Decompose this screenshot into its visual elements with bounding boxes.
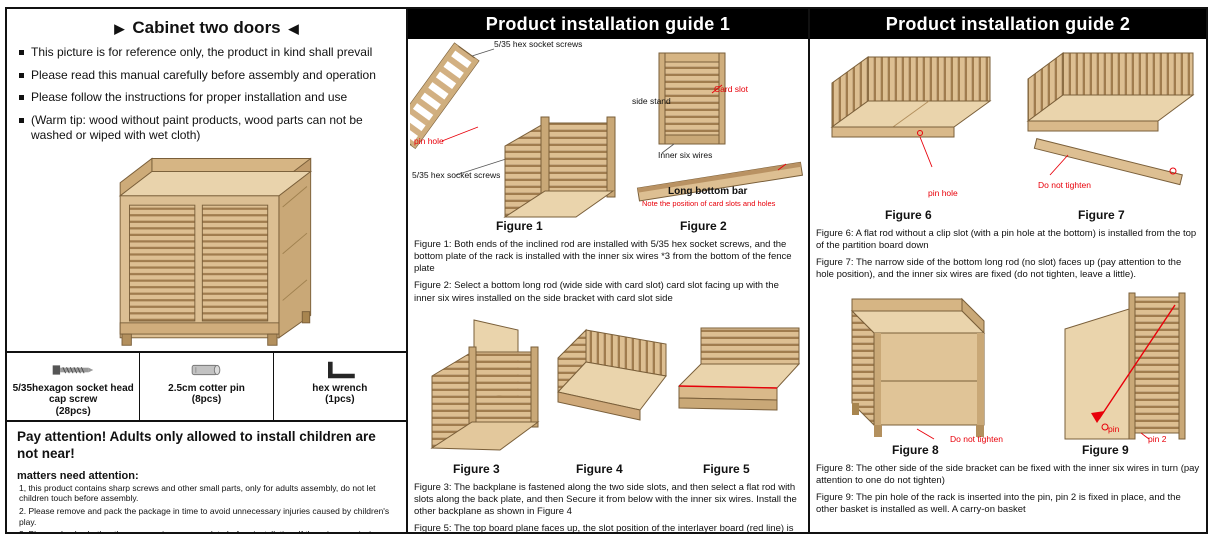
annotation-pin: pin xyxy=(1108,423,1120,434)
cover-panel: ▶ Cabinet two doors ◀ This picture is for … xyxy=(7,9,406,532)
annotation-do-not-tighten-1: Do not tighten xyxy=(1038,180,1091,190)
figure8-illustration xyxy=(850,297,986,440)
guide2-header: Product installation guide 2 xyxy=(810,9,1206,39)
part-name: hex wrench xyxy=(312,382,368,394)
figure3-label: Figure 3 xyxy=(453,461,500,476)
page-title: ▶ Cabinet two doors ◀ xyxy=(7,18,406,38)
part-qty: (1pcs) xyxy=(325,394,355,406)
notice-item: This picture is for reference only, the … xyxy=(19,45,398,61)
figure2-illustration xyxy=(636,52,804,202)
attention-warning: Pay attention! Adults only allowed to in… xyxy=(17,428,376,461)
annotation-inner-six-wires: Inner six wires xyxy=(658,150,713,160)
annotation-card-slot: Card slot xyxy=(714,84,749,94)
matters-list: 1, this product contains sharp screws an… xyxy=(7,482,406,532)
part-qty: (28pcs) xyxy=(55,405,91,417)
figure9-caption: Figure 9: The pin hole of the rack is in… xyxy=(816,491,1181,516)
guide1-figures-top: 5/35 hex socket screws pin hole 5/35 hex… xyxy=(408,39,808,235)
notice-text: Please follow the instructions for prope… xyxy=(31,90,348,105)
figure2-caption: Figure 2: Select a bottom long rod (wide… xyxy=(414,280,779,304)
cabinet-illustration xyxy=(7,151,406,351)
manual-sheet: ▶ Cabinet two doors ◀ This picture is for … xyxy=(5,7,1208,534)
square-bullet-icon xyxy=(19,72,24,78)
figure2-label: Figure 2 xyxy=(680,219,727,233)
annotation-pin-2: pin 2 xyxy=(1148,433,1167,444)
page-title-text: Cabinet two doors xyxy=(132,18,281,37)
part-hex-wrench: hex wrench (1pcs) xyxy=(274,353,406,420)
guide2-captions-bottom: Figure 8: The other side of the side bra… xyxy=(810,459,1206,517)
figure6-label: Figure 6 xyxy=(885,208,932,222)
figure5-illustration xyxy=(677,327,801,411)
figure1-illustration xyxy=(410,42,616,218)
guide1-header: Product installation guide 1 xyxy=(408,9,808,39)
notice-text: This picture is for reference only, the … xyxy=(31,45,373,59)
figure1-label: Figure 1 xyxy=(496,219,543,233)
annotation-pin-hole: pin hole xyxy=(414,136,444,146)
figure8-label: Figure 8 xyxy=(892,442,939,457)
figure4-illustration xyxy=(557,328,667,421)
annotation-do-not-tighten-2: Do not tighten xyxy=(950,433,1003,444)
figure7-illustration xyxy=(1026,52,1195,186)
notice-item: Please follow the instructions for prope… xyxy=(19,90,398,106)
figure4-label: Figure 4 xyxy=(576,461,623,476)
annotation-note-card-slots: Note the position of card slots and hole… xyxy=(642,199,776,208)
part-qty: (8pcs) xyxy=(191,394,222,406)
part-screw: 5/35hexagon socket head cap screw (28pcs… xyxy=(7,352,141,420)
guide1-captions-top: Figure 1: Both ends of the inclined rod … xyxy=(408,235,808,305)
part-name: 2.5cm cotter pin xyxy=(168,382,245,394)
figure9-illustration xyxy=(1064,292,1186,440)
figure9-label: Figure 9 xyxy=(1082,442,1129,457)
notice-text: (Warm tip: wood without paint products, … xyxy=(31,112,363,143)
figure6-illustration xyxy=(830,56,992,168)
matters-item: 2. Please remove and pack the package in… xyxy=(19,505,390,527)
cotter-pin-icon xyxy=(142,357,270,383)
annotation-hex-screws-top: 5/35 hex socket screws xyxy=(494,39,583,49)
square-bullet-icon xyxy=(19,95,24,101)
square-bullet-icon xyxy=(19,50,24,55)
figure1-caption: Figure 1: Both ends of the inclined rod … xyxy=(414,239,792,275)
guide2-panel: Product installation guide 2 xyxy=(808,9,1206,532)
figure6-caption: Figure 6: A flat rod without a clip slot… xyxy=(816,228,1197,252)
notice-list: This picture is for reference only, the … xyxy=(7,45,406,144)
square-bullet-icon xyxy=(19,117,24,123)
part-cotter-pin: 2.5cm cotter pin (8pcs) xyxy=(140,352,274,420)
guide1-captions-bottom: Figure 3: The backplane is fastened alon… xyxy=(408,478,808,534)
figure3-caption: Figure 3: The backplane is fastened alon… xyxy=(414,481,797,518)
notice-text: Please read this manual carefully before… xyxy=(31,67,376,82)
guide1-panel: Product installation guide 1 xyxy=(406,9,808,532)
figure5-label: Figure 5 xyxy=(703,461,750,476)
title-arrow-left-icon: ▶ xyxy=(114,21,125,36)
figure7-caption: Figure 7: The narrow side of the bottom … xyxy=(816,257,1182,281)
annotation-long-bottom-bar: Long bottom bar xyxy=(668,186,748,197)
matters-title: matters need attention: xyxy=(17,469,139,482)
matters-item: 1, this product contains sharp screws an… xyxy=(19,482,376,504)
title-arrow-right-icon: ◀ xyxy=(288,21,299,36)
figure3-illustration xyxy=(430,319,540,451)
part-name: 5/35hexagon socket head cap screw xyxy=(12,382,134,406)
screw-icon xyxy=(9,357,137,383)
annotation-hex-screws-bottom: 5/35 hex socket screws xyxy=(412,170,501,180)
guide2-captions-top: Figure 6: A flat rod without a clip slot… xyxy=(810,224,1206,282)
matters-item: 3. Please check whether the accessories … xyxy=(19,529,400,532)
guide2-figures-bottom: Do not tighten pin pin 2 Figure 8 Figure… xyxy=(810,287,1206,459)
figure5-caption: Figure 5: The top board plane faces up, … xyxy=(414,523,794,534)
notice-item: (Warm tip: wood without paint products, … xyxy=(19,113,398,144)
annotation-side-stand: side stand xyxy=(632,96,671,106)
parts-table: 5/35hexagon socket head cap screw (28pcs… xyxy=(7,350,406,422)
guide1-figures-bottom: Figure 3 Figure 4 Figure 5 xyxy=(408,310,808,478)
figure7-label: Figure 7 xyxy=(1078,208,1125,222)
notice-item: Please read this manual carefully before… xyxy=(19,68,398,84)
guide2-figures-top: pin hole Do not tighten Figure 6 Figure … xyxy=(810,39,1206,224)
hex-wrench-icon xyxy=(276,357,404,383)
figure8-caption: Figure 8: The other side of the side bra… xyxy=(816,462,1200,486)
annotation-pin-hole: pin hole xyxy=(928,188,958,198)
